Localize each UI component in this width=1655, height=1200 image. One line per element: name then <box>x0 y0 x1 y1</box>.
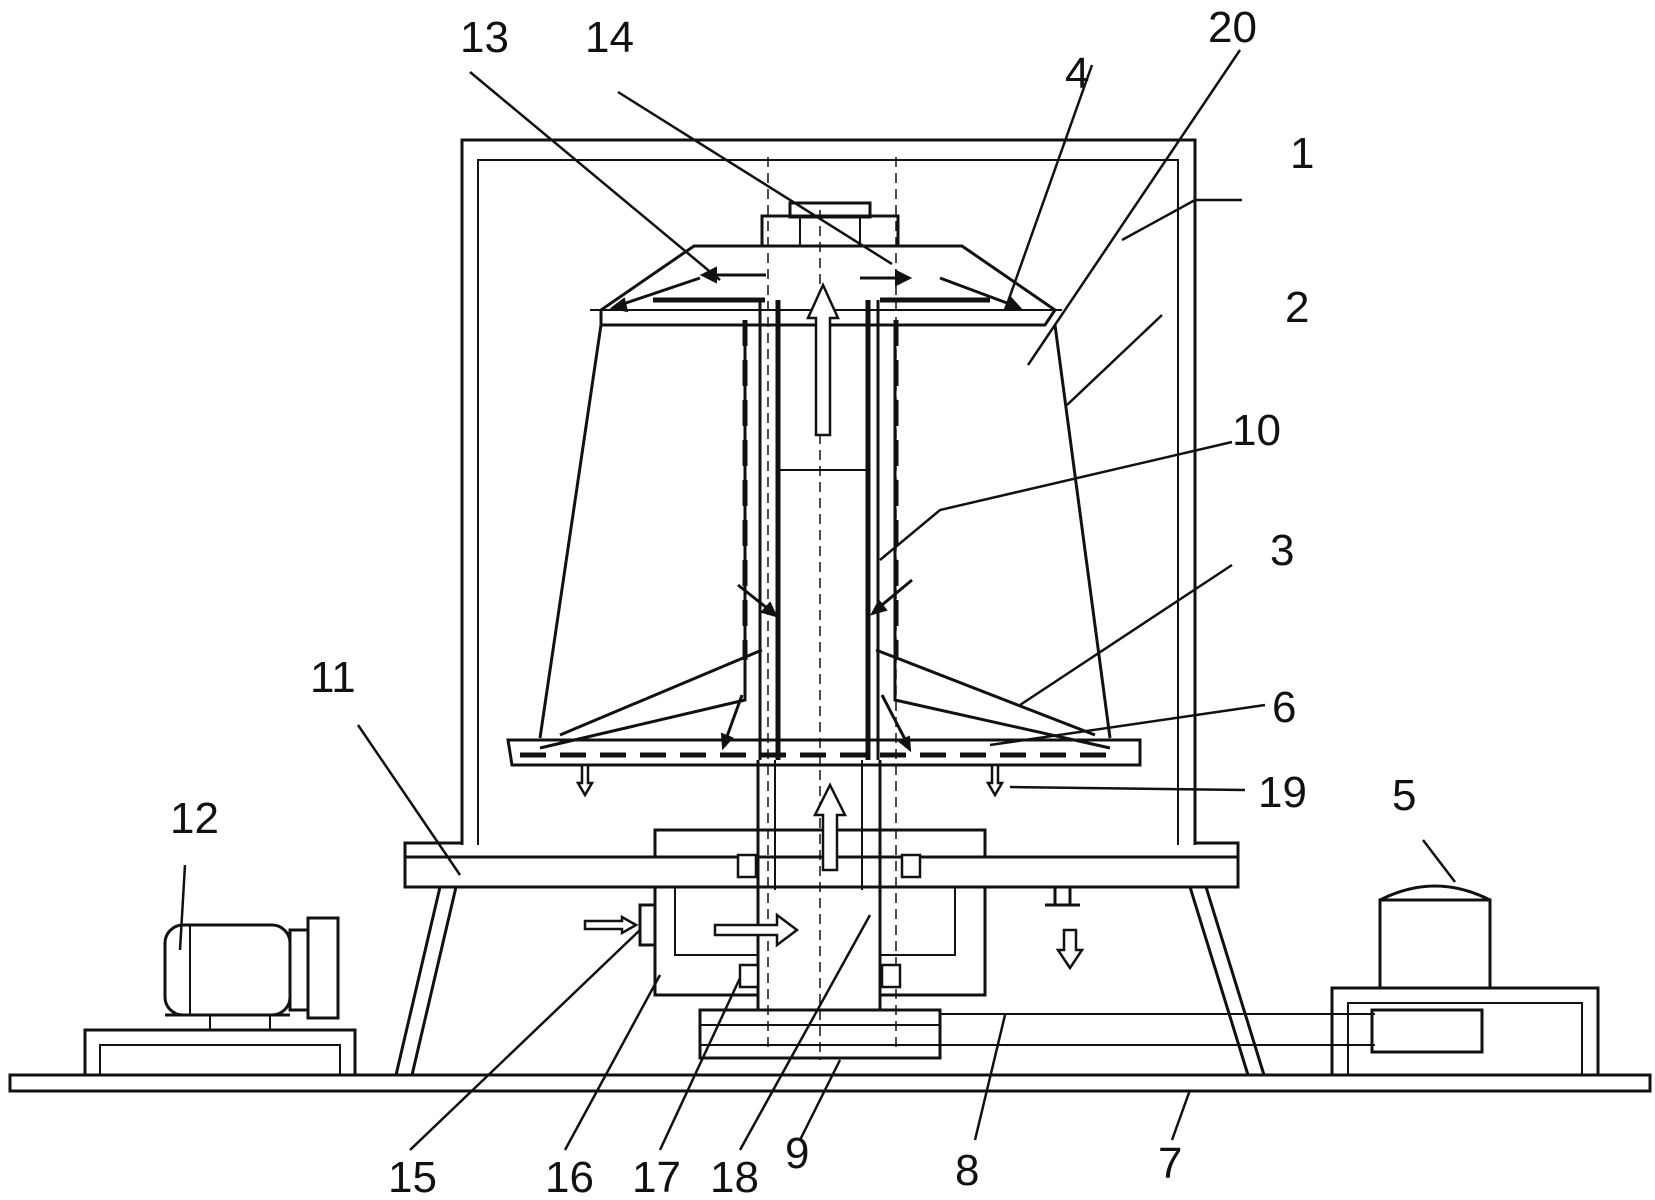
label-5: 5 <box>1392 771 1416 820</box>
label-6: 6 <box>1272 683 1296 732</box>
outer-housing <box>460 138 1197 845</box>
leader-lines <box>178 49 1456 1151</box>
label-10: 10 <box>1232 406 1281 455</box>
motor-right <box>1330 884 1600 1075</box>
pulley <box>698 1008 942 1060</box>
label-1: 1 <box>1290 129 1314 178</box>
central-shaft <box>756 157 897 1060</box>
distribution-plate <box>506 738 1142 767</box>
top-cap <box>760 201 900 248</box>
inner-frame <box>539 297 1111 760</box>
label-2: 2 <box>1285 283 1309 332</box>
label-18: 18 <box>710 1153 759 1200</box>
flow-arrows-solid <box>609 266 1023 753</box>
support-plate <box>403 828 1240 889</box>
label-20: 20 <box>1208 3 1257 52</box>
label-17: 17 <box>632 1153 681 1200</box>
flow-arrows-hollow <box>575 281 1085 971</box>
label-15: 15 <box>388 1153 437 1200</box>
label-14: 14 <box>585 13 634 62</box>
motor-left <box>83 916 357 1075</box>
label-16: 16 <box>545 1153 594 1200</box>
bearing-housing <box>638 887 987 997</box>
base-plate <box>8 1073 1652 1093</box>
label-13: 13 <box>460 13 509 62</box>
label-11: 11 <box>310 653 356 702</box>
label-7: 7 <box>1158 1139 1182 1188</box>
label-19: 19 <box>1258 768 1307 817</box>
frame-legs <box>394 886 1266 1076</box>
label-4: 4 <box>1065 49 1089 98</box>
outlet-pipe <box>1045 887 1080 907</box>
rotating-drum <box>538 244 1112 739</box>
drive-belt <box>940 1013 1375 1046</box>
label-9: 9 <box>785 1129 809 1178</box>
label-12: 12 <box>170 794 219 843</box>
label-8: 8 <box>955 1146 979 1195</box>
part-labels: 1 2 3 4 5 6 7 8 9 10 11 12 13 14 15 16 1… <box>170 3 1416 1200</box>
label-3: 3 <box>1270 526 1294 575</box>
